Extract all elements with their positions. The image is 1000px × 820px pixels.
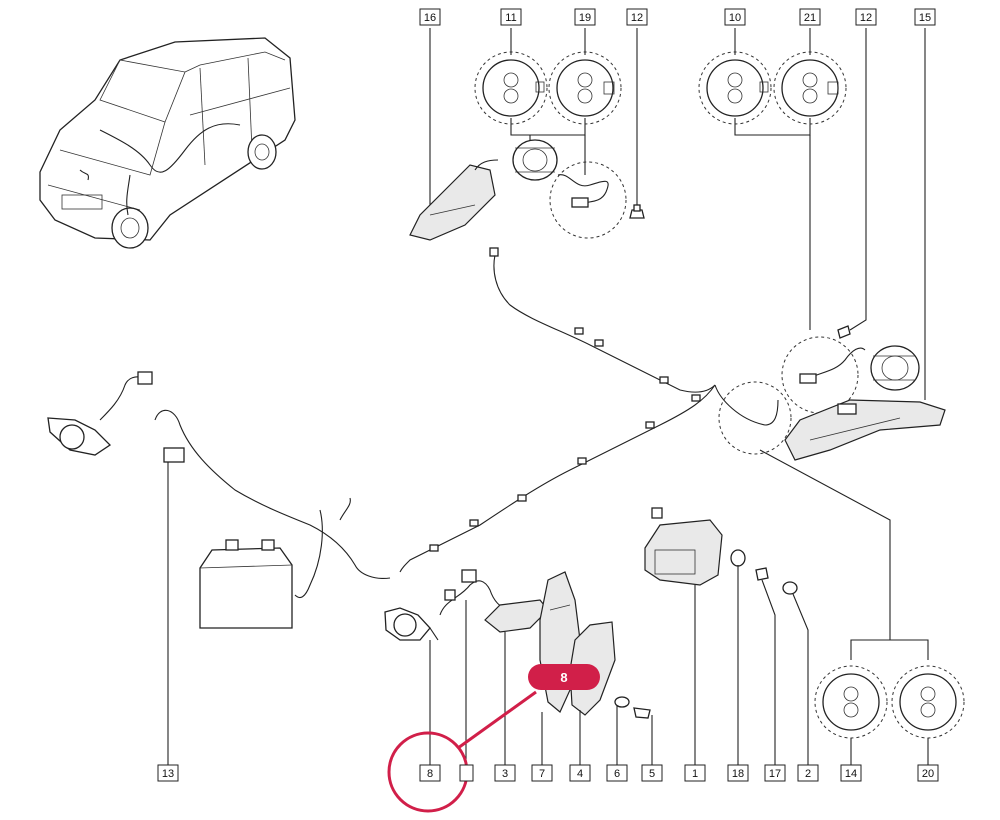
rear-sensor-and-ecu-group (384, 449, 965, 765)
callout-17-text: 17 (769, 768, 781, 780)
callout-20-text: 20 (922, 768, 934, 780)
rear-harness-group (47, 371, 391, 765)
callout-4-text: 4 (577, 768, 583, 780)
callout-9 (459, 764, 474, 782)
callout-4: 4 (569, 764, 591, 782)
van-illustration (39, 37, 296, 249)
highlight-label: 8 (560, 670, 567, 685)
callout-3-text: 3 (502, 768, 508, 780)
callout-7-text: 7 (539, 768, 545, 780)
callout-3: 3 (494, 764, 516, 782)
callout-19-text: 19 (579, 12, 591, 24)
callout-12a-text: 12 (631, 12, 643, 24)
callout-14-text: 14 (845, 768, 857, 780)
callout-15: 15 (914, 8, 936, 26)
callout-11: 11 (500, 8, 522, 26)
callout-16-text: 16 (424, 12, 436, 24)
callout-1-text: 1 (692, 768, 698, 780)
callout-13-text: 13 (162, 768, 174, 780)
callout-8: 8 (419, 764, 441, 782)
callout-6: 6 (606, 764, 628, 782)
callout-10: 10 (724, 8, 746, 26)
callout-10-text: 10 (729, 12, 741, 24)
callout-19: 19 (574, 8, 596, 26)
callout-labels: 16 11 19 12 10 21 12 15 13 8 3 7 4 6 5 1… (157, 8, 939, 782)
callout-15-text: 15 (919, 12, 931, 24)
main-wiring-harness (399, 247, 792, 573)
callout-16: 16 (419, 8, 441, 26)
callout-12b-text: 12 (860, 12, 872, 24)
callout-7: 7 (531, 764, 553, 782)
highlight-marker: 8 (387, 664, 600, 813)
callout-18-text: 18 (732, 768, 744, 780)
callout-13: 13 (157, 764, 179, 782)
callout-2-text: 2 (805, 768, 811, 780)
front-right-sensor-group (409, 28, 645, 241)
callout-21: 21 (799, 8, 821, 26)
callout-17: 17 (764, 764, 786, 782)
callout-6-text: 6 (614, 768, 620, 780)
callout-21-text: 21 (804, 12, 816, 24)
callout-18: 18 (727, 764, 749, 782)
callout-11-text: 11 (505, 12, 516, 24)
callout-1: 1 (684, 764, 706, 782)
callout-2: 2 (797, 764, 819, 782)
front-left-sensor-group (698, 28, 946, 461)
callout-5: 5 (641, 764, 663, 782)
callout-12b: 12 (855, 8, 877, 26)
callout-14: 14 (840, 764, 862, 782)
callout-5-text: 5 (649, 768, 655, 780)
callout-20: 20 (917, 764, 939, 782)
callout-8-text: 8 (427, 768, 433, 780)
callout-12a: 12 (626, 8, 648, 26)
